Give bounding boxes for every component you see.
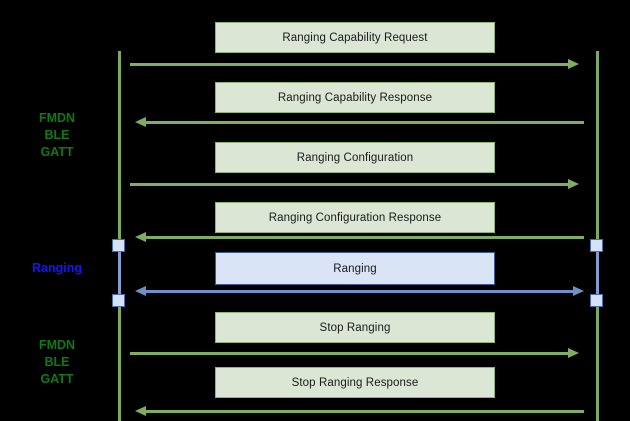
lifeline-right-ranging (596, 239, 599, 307)
lifeline-right-lower (596, 303, 599, 421)
lifeline-right-upper (596, 51, 599, 239)
arrowhead-left-icon (135, 406, 146, 416)
message-arrow-ranging-capability-response (135, 116, 584, 128)
lifeline-left-upper (118, 51, 121, 239)
activation-marker-left-end (112, 294, 125, 307)
side-label-ranging: Ranging (32, 261, 82, 275)
lifeline-left-lower (118, 303, 121, 421)
message-arrow-ranging-configuration (130, 178, 579, 190)
message-box-ranging-configuration-response: Ranging Configuration Response (215, 202, 495, 233)
arrow-shaft (130, 63, 568, 66)
arrowhead-right-icon (568, 348, 579, 358)
arrowhead-left-icon (135, 286, 146, 296)
message-arrow-ranging-capability-request (130, 58, 579, 70)
message-arrow-stop-ranging-response (135, 405, 584, 417)
message-box-stop-ranging-response: Stop Ranging Response (215, 367, 495, 398)
arrow-shaft (146, 121, 584, 124)
arrow-shaft (146, 410, 584, 413)
message-box-stop-ranging: Stop Ranging (215, 312, 495, 343)
arrowhead-left-icon (135, 117, 146, 127)
activation-marker-right-start (590, 239, 603, 252)
arrow-shaft (130, 352, 568, 355)
arrowhead-right-icon (568, 179, 579, 189)
message-box-ranging-configuration: Ranging Configuration (215, 142, 495, 173)
message-arrow-ranging-bidirectional (135, 285, 584, 297)
arrowhead-right-icon (573, 286, 584, 296)
arrow-shaft (146, 236, 584, 239)
arrowhead-right-icon (568, 59, 579, 69)
arrow-shaft (130, 183, 568, 186)
arrow-shaft (146, 290, 573, 293)
lifeline-left-ranging (118, 239, 121, 307)
side-label-fmdn-ble-gatt-bottom: FMDN BLE GATT (38, 338, 76, 386)
activation-marker-left-start (112, 239, 125, 252)
message-box-ranging-capability-response: Ranging Capability Response (215, 82, 495, 113)
activation-marker-right-end (590, 294, 603, 307)
side-label-fmdn-ble-gatt-top: FMDN BLE GATT (38, 111, 76, 159)
message-box-ranging: Ranging (215, 252, 495, 285)
arrowhead-left-icon (135, 232, 146, 242)
message-arrow-ranging-configuration-response (135, 231, 584, 243)
message-box-ranging-capability-request: Ranging Capability Request (215, 22, 495, 53)
message-arrow-stop-ranging (130, 347, 579, 359)
